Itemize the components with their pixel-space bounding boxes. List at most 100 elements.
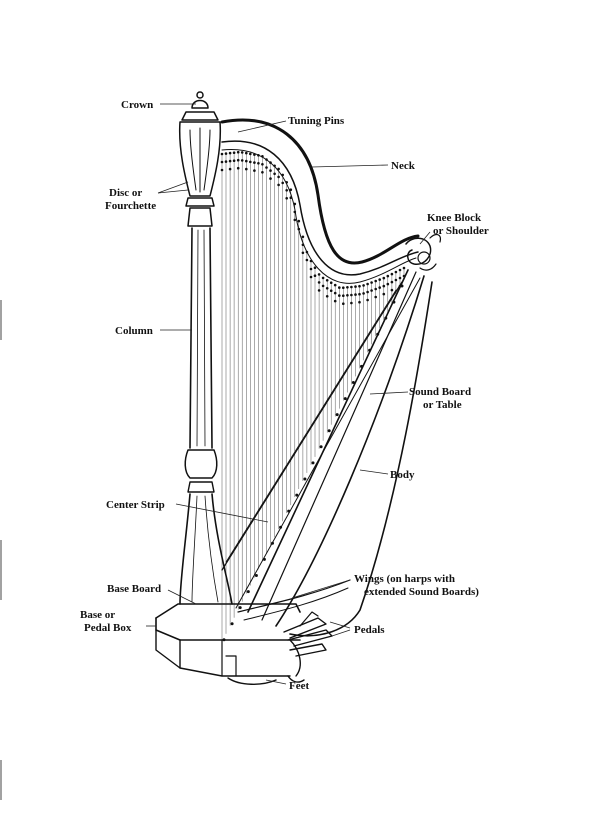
tuning-pin [350,286,353,289]
tuning-pin [354,293,357,296]
tuning-pin [399,277,402,280]
tuning-pin [350,302,353,305]
tuning-pin [229,160,232,163]
soundboard-eyelet [344,397,347,400]
tuning-pin [245,168,248,171]
tuning-pin [257,162,260,165]
labels: Crown Tuning Pins Neck Disc or Fourchett… [80,99,489,692]
label-center-strip: Center Strip [106,499,165,511]
pedal-box [156,604,300,676]
label-base-board: Base Board [107,583,161,595]
tuning-pin [221,161,224,164]
soundboard-eyelet [231,622,234,625]
tuning-pin [269,177,272,180]
tuning-pin [338,294,341,297]
tuning-pin [374,296,377,299]
tuning-pin [374,288,377,291]
tuning-pin [245,160,248,163]
soundboard-eyelet [247,590,250,593]
tuning-pin [342,302,345,305]
tuning-pin [346,286,349,289]
tuning-pin [221,153,224,156]
label-tuning-pins: Tuning Pins [288,115,345,127]
tuning-pin [334,300,337,303]
tuning-pin [326,295,329,298]
tuning-pin [395,279,398,282]
tuning-pin [366,299,369,302]
tuning-pin [326,279,329,282]
soundboard-eyelet [320,445,323,448]
soundboard-eyelet [328,429,331,432]
tuning-pin [338,286,341,289]
tuning-pin [350,294,353,297]
tuning-pin [326,287,329,290]
label-body: Body [390,469,415,481]
tuning-pin [261,163,264,166]
tuning-pin [318,289,321,292]
tuning-pin [362,292,365,295]
tuning-pin [318,281,321,284]
tuning-pin [302,252,305,255]
tuning-pin [366,291,369,294]
harp-strings [222,152,404,642]
tuning-pin [354,285,357,288]
tuning-pin [358,293,361,296]
tuning-pin [346,294,349,297]
tuning-pin [358,301,361,304]
tuning-pin [322,277,325,280]
tuning-pin [273,173,276,176]
label-extended-sound-boards: extended Sound Boards) [364,586,479,598]
tuning-pin [241,159,244,162]
tuning-pin [261,171,264,174]
tuning-pin [265,166,268,169]
tuning-pin [383,293,386,296]
soundboard-eyelet [239,606,242,609]
tuning-pin [378,286,381,289]
harp-neck [222,120,418,283]
tuning-pin [391,281,394,284]
label-knee-block: Knee Block [427,212,482,224]
harp-column [180,92,232,604]
tuning-pin [302,236,305,239]
tuning-pin [310,268,313,271]
tuning-pin [253,161,256,164]
label-wings: Wings (on harps with [354,573,455,585]
tuning-pin [294,219,297,222]
tuning-pin [225,160,228,163]
tuning-pin [241,151,244,154]
soundboard-eyelet [312,461,315,464]
tuning-pin [387,275,390,278]
tuning-pin [383,285,386,288]
tuning-pin [378,278,381,281]
label-crown: Crown [121,99,153,111]
tuning-pin [387,283,390,286]
tuning-pin [314,266,317,269]
tuning-pin [362,284,365,287]
tuning-pin [334,292,337,295]
tuning-pin [334,284,337,287]
tuning-pin [395,271,398,274]
tuning-pin [281,182,284,185]
tuning-pin [330,281,333,284]
label-column: Column [115,325,153,337]
tuning-pin [366,283,369,286]
label-fourchette: Fourchette [105,200,156,212]
tuning-pin [225,152,228,155]
tuning-pin [310,276,313,279]
tuning-pin [399,269,402,272]
tuning-pin-dots [221,151,406,641]
center-strip [222,282,402,570]
tuning-pin [233,151,236,154]
label-disc: Disc or [109,187,142,199]
label-pedals: Pedals [354,624,385,636]
tuning-pin [285,197,288,200]
tuning-pin [330,289,333,292]
tuning-pin [249,153,252,156]
tuning-pin [269,169,272,172]
label-base-or: Base or [80,609,115,621]
harp-wings [238,580,350,620]
tuning-pin [221,169,224,172]
tuning-pin [370,281,373,284]
